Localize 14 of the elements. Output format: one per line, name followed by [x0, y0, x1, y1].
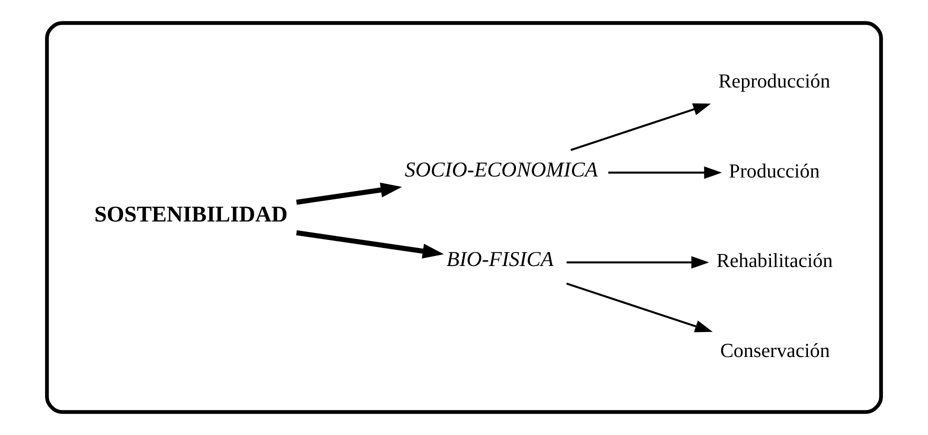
- node-text: SOSTENIBILIDAD: [94, 202, 288, 227]
- cluster: [45, 21, 883, 414]
- node-text: Conservación: [720, 340, 830, 362]
- arrow: [296, 230, 444, 258]
- node-text: Producción: [728, 160, 820, 182]
- node-text: SOCIO-ECONOMICA: [404, 157, 598, 182]
- arrow: [296, 182, 402, 205]
- arrow: [566, 256, 710, 269]
- arrow: [608, 166, 722, 179]
- node-text: Rehabilitación: [716, 250, 833, 272]
- node-text: Reproducción: [718, 70, 830, 93]
- arrow: [570, 103, 711, 152]
- node-text: BIO-FISICA: [446, 247, 554, 272]
- arrow: [566, 282, 713, 332]
